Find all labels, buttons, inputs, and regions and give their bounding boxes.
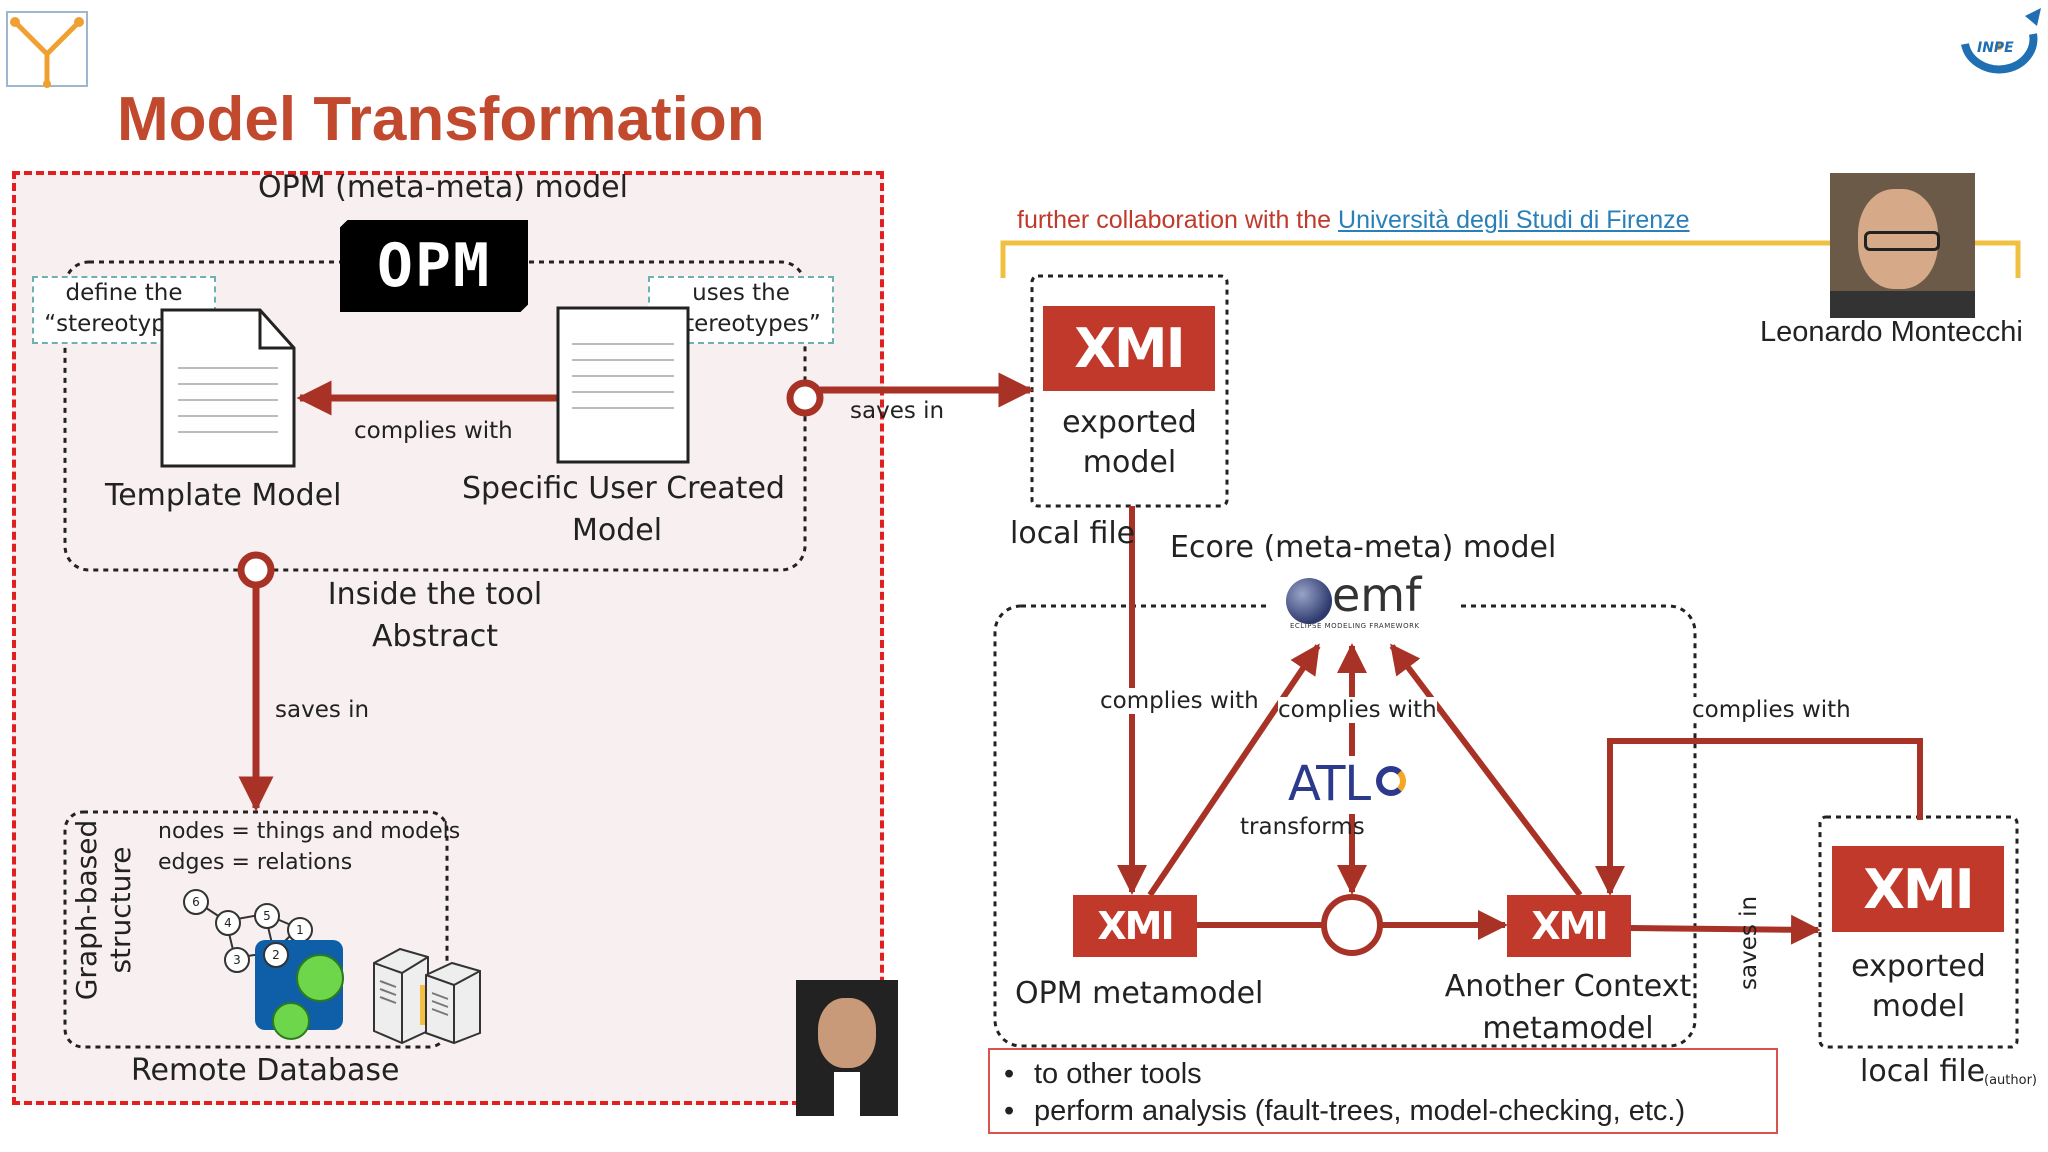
server-icon: [373, 947, 481, 1045]
collab-text: further collaboration with the Universit…: [1017, 206, 1690, 235]
y-logo: [5, 10, 89, 88]
presenter-photo: [796, 980, 898, 1116]
template-document-icon: [160, 308, 296, 468]
complies-with-label: complies with: [354, 418, 513, 444]
leonardo-shirt: [1830, 291, 1975, 318]
collab-prefix: further collaboration with the: [1017, 206, 1339, 234]
ecore-title: Ecore (meta-meta) model: [1170, 530, 1557, 565]
inside-tool-line1: Inside the tool: [327, 577, 543, 612]
collab-bracket: [1000, 240, 2021, 278]
opm-box-title: OPM (meta-meta) model: [258, 170, 628, 205]
xmi-another-context: XMI: [1507, 895, 1631, 957]
graph-node-label: 2: [272, 948, 280, 962]
leonardo-face: [1858, 189, 1938, 289]
saves-in-down-label: saves in: [275, 697, 370, 723]
atl-circle-icon: [1376, 766, 1406, 796]
inside-tool-box: [63, 260, 807, 572]
person-name: Leonardo Montecchi: [1760, 316, 2023, 348]
saves-in-origin-down: [237, 551, 275, 589]
author-label: (author): [1984, 1073, 2037, 1088]
specific-document-icon: [556, 306, 690, 464]
eclipse-sphere-icon: [1286, 578, 1332, 624]
green-node-icon: [272, 1002, 310, 1040]
leonardo-glasses: [1864, 231, 1940, 251]
specific-model-line2: Model: [571, 513, 663, 548]
exported-model-top-line2: model: [1082, 445, 1177, 480]
template-model-label: Template Model: [105, 478, 342, 513]
saves-in-origin-top: [786, 379, 824, 417]
graph-based-line1: Graph-based: [70, 819, 103, 1001]
xmi-exported-right: XMI: [1832, 846, 2004, 932]
another-context-line2: metamodel: [1482, 1011, 1654, 1046]
edges-line: edges = relations: [158, 850, 353, 875]
inpe-logo: INPE: [1955, 4, 2045, 82]
bullet-item: perform analysis (fault-trees, model-che…: [990, 1093, 1776, 1130]
uses-stereo-line1: uses the: [692, 280, 790, 306]
xmi-exported-right-text: XMI: [1863, 857, 1974, 921]
specific-model-label: Specific User Created Model: [462, 468, 785, 552]
complies-left-label: complies with: [1100, 688, 1259, 714]
graph-node-label: 1: [296, 923, 304, 937]
graph-node-label: 4: [224, 916, 232, 930]
local-file-top-label: local file: [1010, 516, 1136, 551]
exported-model-right-line1: exported: [1851, 949, 1986, 984]
atl-logo: ATL: [1288, 756, 1414, 814]
slide-title: Model Transformation: [117, 85, 765, 154]
complies-right-arrow: [1595, 738, 1923, 896]
opm-metamodel-label: OPM metamodel: [1015, 976, 1264, 1011]
remote-db-box: [63, 810, 449, 1049]
opm-logo-text: OPM: [376, 231, 492, 301]
local-file-right-label: local file: [1860, 1054, 1986, 1089]
saves-in-arrow-right: [1629, 914, 1821, 945]
xmi-exported-top-text: XMI: [1074, 317, 1185, 380]
inpe-text: INPE: [1977, 40, 2014, 56]
saves-in-vertical-label: saves in: [1736, 895, 1762, 990]
exported-model-top-line1: exported: [1062, 405, 1197, 440]
exported-model-right-line2: model: [1871, 989, 1966, 1024]
graph-node: 4: [215, 910, 241, 936]
inside-tool-line2: Abstract: [372, 619, 498, 654]
opm-to-emf-arrow: [1147, 643, 1321, 897]
xmi-another-context-text: XMI: [1531, 904, 1608, 948]
specific-model-line1: Specific User Created: [462, 471, 785, 506]
emf-text: emf: [1332, 568, 1422, 622]
graph-node: 3: [224, 947, 250, 973]
transforms-label: transforms: [1240, 814, 1365, 840]
emf-logo: emf ECLIPSE MODELING FRAMEWORK: [1266, 568, 1456, 636]
analysis-bullets: to other tools perform analysis (fault-t…: [988, 1048, 1778, 1134]
xmi-exported-top: XMI: [1043, 306, 1215, 391]
graph-node-label: 5: [263, 909, 271, 923]
presenter-shirt: [834, 1072, 860, 1116]
inside-tool-label: Inside the tool Abstract: [300, 574, 570, 658]
saves-in-top-label: saves in: [850, 398, 945, 424]
graph-node: 6: [183, 889, 209, 915]
another-to-emf-arrow: [1389, 643, 1583, 897]
complies-right-label: complies with: [1692, 697, 1851, 723]
xmi-opm-metamodel: XMI: [1073, 895, 1197, 957]
nodes-line: nodes = things and models: [158, 819, 461, 844]
another-context-line1: Another Context: [1444, 969, 1692, 1004]
graph-node-label: 3: [233, 953, 241, 967]
complies-mid-label: complies with: [1278, 697, 1437, 723]
emf-subtext: ECLIPSE MODELING FRAMEWORK: [1290, 622, 1420, 630]
university-link[interactable]: Università degli Studi di Firenze: [1338, 206, 1690, 234]
define-stereo-line1: define the: [65, 280, 183, 306]
exported-model-top-label: exported model: [1032, 403, 1227, 483]
leonardo-photo: [1830, 173, 1975, 318]
graph-node: 2: [263, 942, 289, 968]
graph-based-line2: structure: [104, 846, 137, 974]
graph-based-label: Graph-based structure: [70, 800, 138, 1020]
another-context-label: Another Context metamodel: [1432, 966, 1704, 1050]
graph-node: 5: [254, 903, 280, 929]
xmi-opm-metamodel-text: XMI: [1097, 904, 1174, 948]
presenter-face: [818, 998, 876, 1068]
remote-database-label: Remote Database: [131, 1053, 400, 1088]
exported-model-right-label: exported model: [1820, 947, 2017, 1027]
opm-logo: OPM: [340, 220, 528, 312]
bullet-item: to other tools: [990, 1056, 1776, 1093]
graph-node-label: 6: [192, 895, 200, 909]
transform-node: [1321, 894, 1383, 956]
atl-text: ATL: [1288, 756, 1371, 812]
green-node-icon: [296, 954, 344, 1002]
